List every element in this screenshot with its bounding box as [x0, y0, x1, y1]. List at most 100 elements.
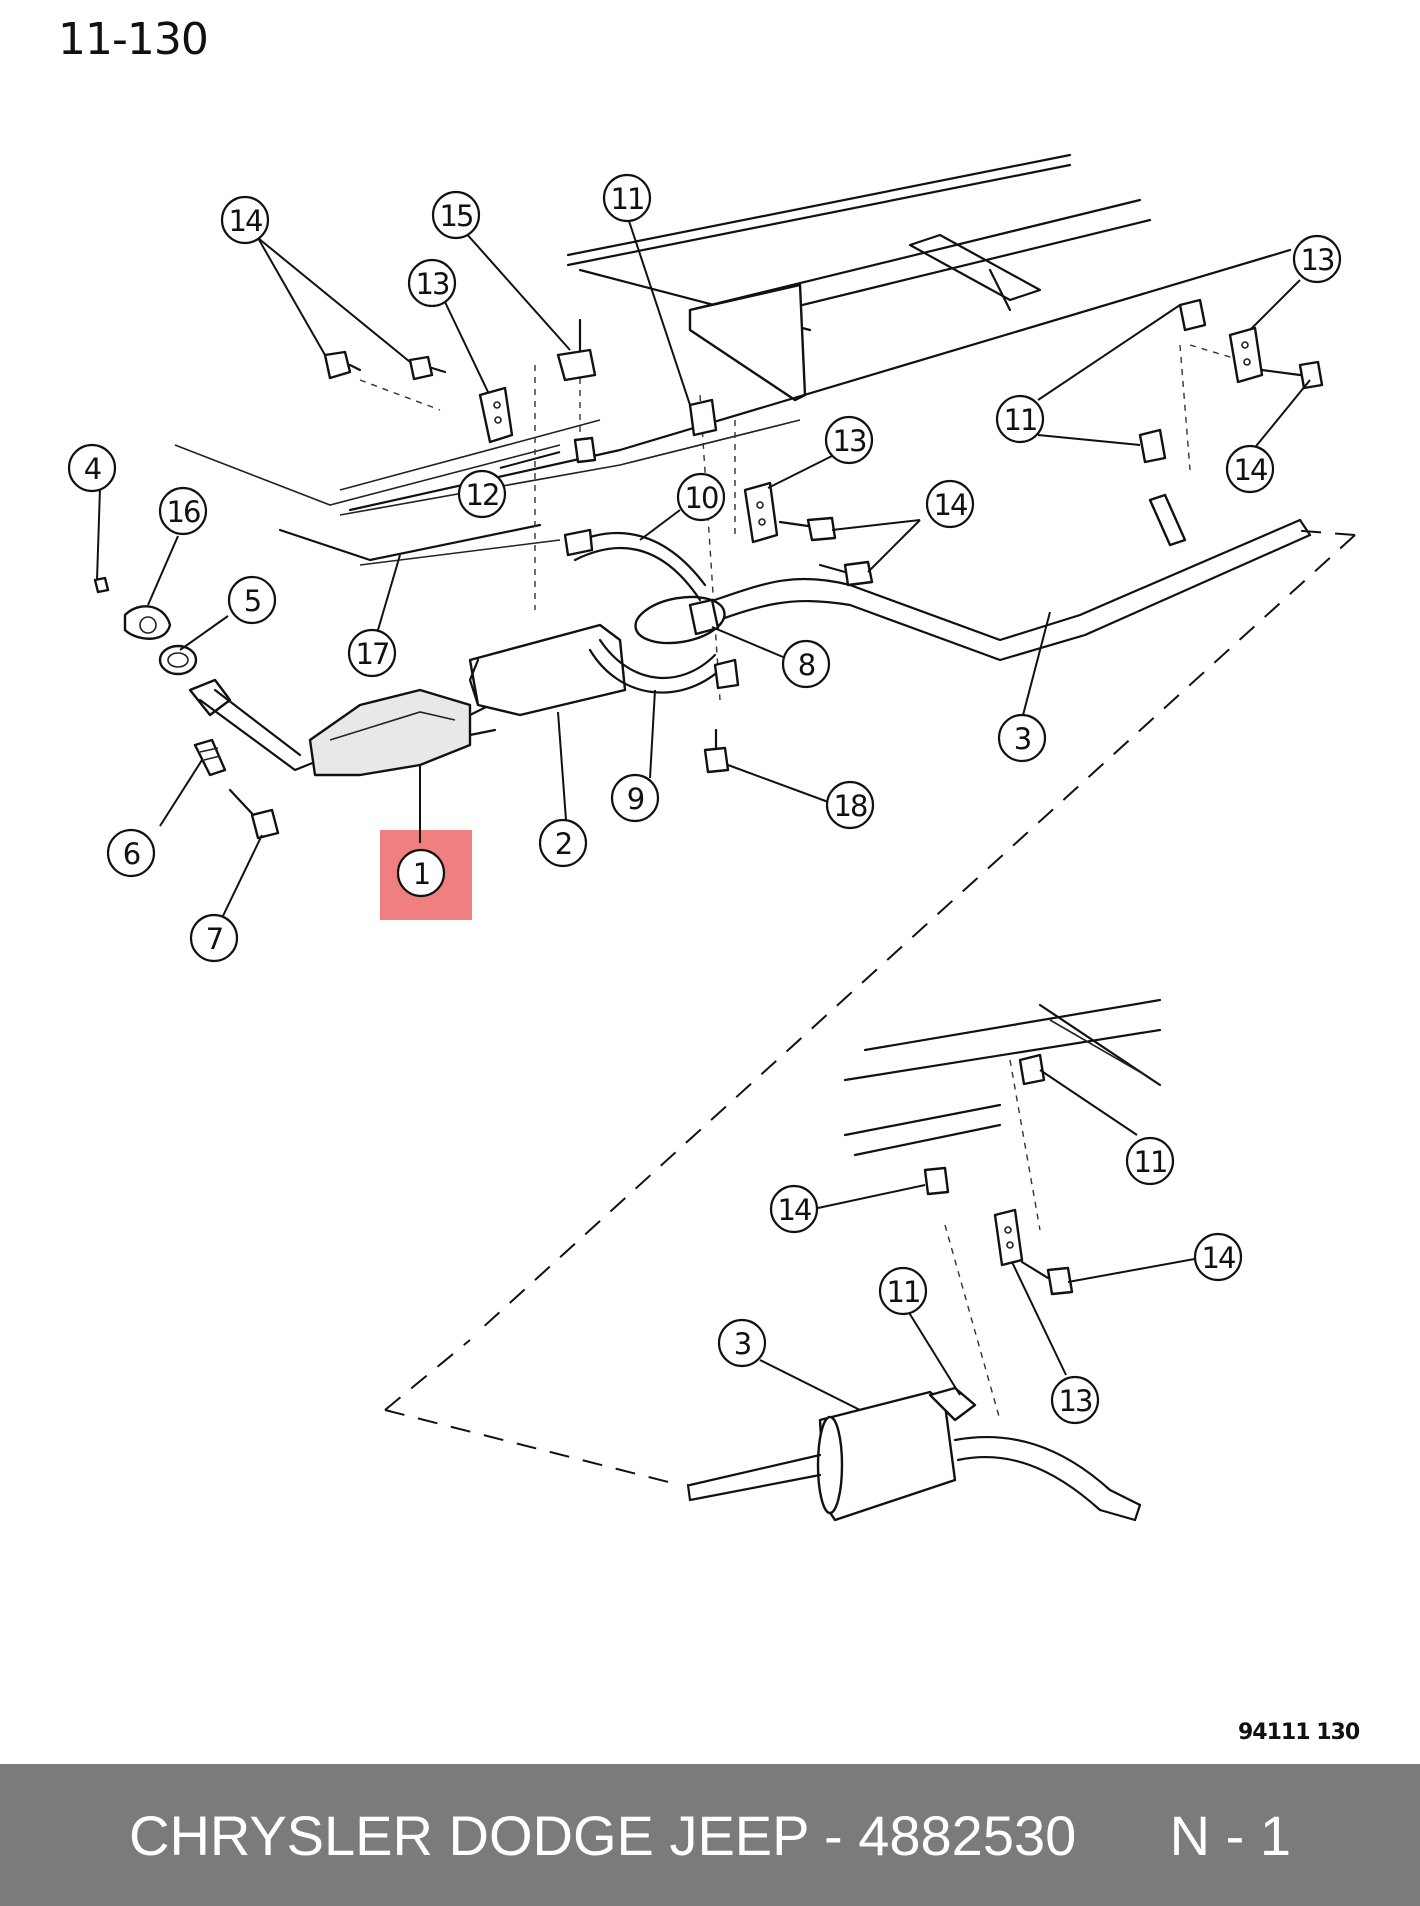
exhaust-pipe-assembly: [188, 518, 1312, 777]
callout-number: 14: [934, 488, 967, 522]
callout-13: 13: [824, 415, 874, 465]
resonator: [468, 623, 627, 717]
callout-circle: [676, 472, 726, 522]
callout-14: 14: [1193, 1232, 1243, 1282]
callout-circle: [925, 479, 975, 529]
callout-number: 11: [1134, 1145, 1167, 1179]
callout-14: 14: [769, 1184, 819, 1234]
callout-13: 13: [407, 258, 457, 308]
callout-circle: [407, 258, 457, 308]
callout-13: 13: [1292, 234, 1342, 284]
callout-14: 14: [1225, 444, 1275, 494]
callout-number: 14: [229, 204, 262, 238]
page-number: 11-130: [58, 14, 209, 65]
exhaust-parts-diagram: 11-130: [58, 14, 1361, 1745]
figure-code: 94111 130: [1238, 1720, 1360, 1745]
callout-circle: [610, 773, 660, 823]
callout-number: 13: [1301, 243, 1334, 277]
callout-9: 9: [610, 773, 660, 823]
callout-circle: [106, 828, 156, 878]
callout-number: 14: [1234, 453, 1267, 487]
callout-3: 3: [997, 713, 1047, 763]
callout-circle: [717, 1318, 767, 1368]
callout-number: 14: [778, 1193, 811, 1227]
frame-rail: [174, 153, 1292, 566]
dashed-guides: [359, 330, 1356, 1486]
callout-number: 3: [1014, 722, 1031, 756]
callout-2: 2: [538, 818, 588, 868]
muffler-detail: [686, 998, 1162, 1522]
callout-13: 13: [1050, 1375, 1100, 1425]
callout-circle: [878, 1266, 928, 1316]
callout-circle: [1193, 1232, 1243, 1282]
callout-number: 14: [1202, 1241, 1235, 1275]
callout-14: 14: [925, 479, 975, 529]
callout-circle: [995, 394, 1045, 444]
callout-8: 8: [781, 639, 831, 689]
callout-number: 11: [1004, 403, 1037, 437]
callout-number: 9: [627, 782, 644, 816]
callout-3: 3: [717, 1318, 767, 1368]
callout-circle: [227, 575, 277, 625]
callout-number: 13: [1059, 1384, 1092, 1418]
callout-number: 7: [206, 922, 222, 956]
callout-number: 5: [244, 584, 260, 618]
callout-circle: [457, 469, 507, 519]
callout-circle: [189, 913, 239, 963]
callout-circle: [396, 848, 446, 898]
leader-lines: [96, 217, 1311, 1411]
callout-number: 8: [798, 648, 815, 682]
callout-12: 12: [457, 469, 507, 519]
callout-circle: [1125, 1136, 1175, 1186]
callout-number: 13: [833, 424, 866, 458]
callout-number: 2: [555, 827, 571, 861]
callout-11: 11: [1125, 1136, 1175, 1186]
callout-number: 11: [611, 182, 644, 216]
callout-circle: [158, 486, 208, 536]
callout-4: 4: [67, 443, 117, 493]
callout-number: 11: [887, 1275, 920, 1309]
callout-circle: [67, 443, 117, 493]
callout-circle: [347, 628, 397, 678]
callout-16: 16: [158, 486, 208, 536]
callout-number: 12: [466, 478, 499, 512]
caption-note: N - 1: [1169, 1803, 1291, 1867]
exhaust-system-illustration: 1415111313416121013141114517836291817111…: [67, 153, 1356, 1522]
callout-circle: [602, 173, 652, 223]
callout-circle: [538, 818, 588, 868]
caption-spacer: [1076, 1804, 1169, 1867]
callout-6: 6: [106, 828, 156, 878]
callout-circle: [769, 1184, 819, 1234]
hanger-hardware: [93, 298, 1324, 840]
callout-circle: [1225, 444, 1275, 494]
callout-circle: [1050, 1375, 1100, 1425]
callout-5: 5: [227, 575, 277, 625]
callout-circle: [997, 713, 1047, 763]
callout-11: 11: [995, 394, 1045, 444]
callout-number: 3: [734, 1327, 751, 1361]
callout-circle: [781, 639, 831, 689]
caption-brand: CHRYSLER DODGE JEEP - 4882530: [129, 1803, 1077, 1867]
callout-11: 11: [878, 1266, 928, 1316]
callout-18: 18: [825, 780, 875, 830]
callout-number: 1: [413, 857, 429, 891]
callout-14: 14: [220, 195, 270, 245]
callout-number: 16: [167, 495, 200, 529]
callout-15: 15: [431, 190, 481, 240]
callout-number: 10: [685, 481, 718, 515]
callout-circle: [220, 195, 270, 245]
callout-10: 10: [676, 472, 726, 522]
callout-number: 17: [356, 637, 389, 671]
caption-text: CHRYSLER DODGE JEEP - 4882530 N - 1: [129, 1803, 1291, 1868]
callout-circle: [825, 780, 875, 830]
caption-bar: CHRYSLER DODGE JEEP - 4882530 N - 1: [0, 1764, 1420, 1906]
callout-number: 4: [84, 452, 101, 486]
callout-11: 11: [602, 173, 652, 223]
callout-17: 17: [347, 628, 397, 678]
catalytic-converter: [308, 688, 472, 777]
callout-circle: [824, 415, 874, 465]
callout-7: 7: [189, 913, 239, 963]
callout-number: 6: [123, 837, 140, 871]
callout-number: 15: [440, 199, 473, 233]
